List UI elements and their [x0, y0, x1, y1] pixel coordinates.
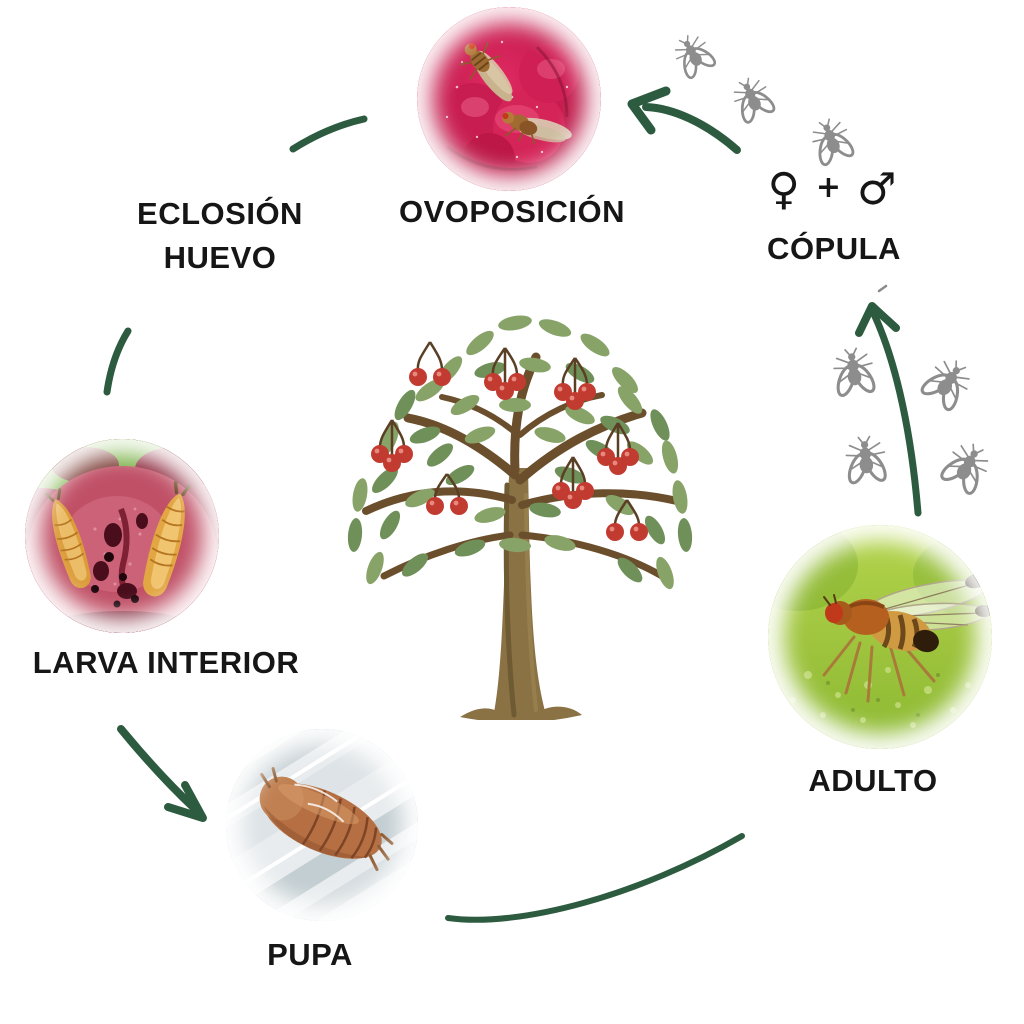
- male-symbol: ♂: [856, 164, 897, 215]
- arrow-copula-to-ovoposicion-shaft: [642, 103, 741, 154]
- arrow-eclosion-to-ovoposicion: [289, 115, 368, 153]
- arrow-huevo-to-larva: [103, 327, 132, 396]
- label-eclosion-line2: HUEVO: [163, 240, 277, 275]
- fly-icon: [720, 67, 786, 133]
- arrow-copula-to-ovoposicion-head: [627, 86, 671, 135]
- fly-icon: [836, 431, 897, 492]
- label-eclosion-line1: ECLOSIÓN: [137, 196, 303, 231]
- fly-icon: [799, 109, 866, 176]
- adult-fly: [822, 573, 992, 703]
- pupa-photo: [226, 729, 418, 921]
- ovoposicion-photo: [417, 7, 601, 191]
- fly-on-fruit: [459, 42, 513, 102]
- tree-cherries: [371, 341, 648, 541]
- label-ovoposicion: OVOPOSICIÓN: [399, 194, 625, 229]
- fly-icon: [661, 23, 727, 89]
- arrow-larva-to-pupa-shaft: [117, 725, 198, 812]
- adulto-photo: [768, 525, 992, 749]
- larva-interior-photo: [25, 439, 219, 633]
- label-copula: CÓPULA: [767, 231, 901, 266]
- label-larva-interior: LARVA INTERIOR: [32, 645, 300, 680]
- small-tick-mark: [877, 284, 888, 293]
- arrow-larva-to-pupa-head: [164, 781, 207, 822]
- female-symbol: ♀: [767, 164, 800, 215]
- label-pupa: PUPA: [267, 937, 353, 972]
- label-eclosion-huevo: ECLOSIÓN HUEVO: [137, 192, 303, 280]
- arrow-adulto-to-copula-head: [855, 302, 900, 337]
- cherry-tree-illustration: [347, 315, 693, 720]
- copula-sex-symbols: ♀ + ♂: [768, 168, 897, 212]
- label-adulto: ADULTO: [808, 763, 938, 798]
- larva: [44, 488, 91, 589]
- fly-icon: [908, 345, 986, 423]
- fly-on-fruit: [502, 111, 572, 145]
- plus-symbol: +: [815, 170, 841, 205]
- pupa-body: [259, 767, 394, 872]
- fly-icon: [822, 341, 885, 404]
- fly-icon: [928, 430, 1004, 506]
- tree-trunk: [460, 468, 582, 720]
- tree-leaves: [347, 315, 693, 590]
- tree-branches: [362, 352, 681, 580]
- arrow-pupa-to-adulto: [445, 833, 745, 923]
- larva: [143, 481, 191, 597]
